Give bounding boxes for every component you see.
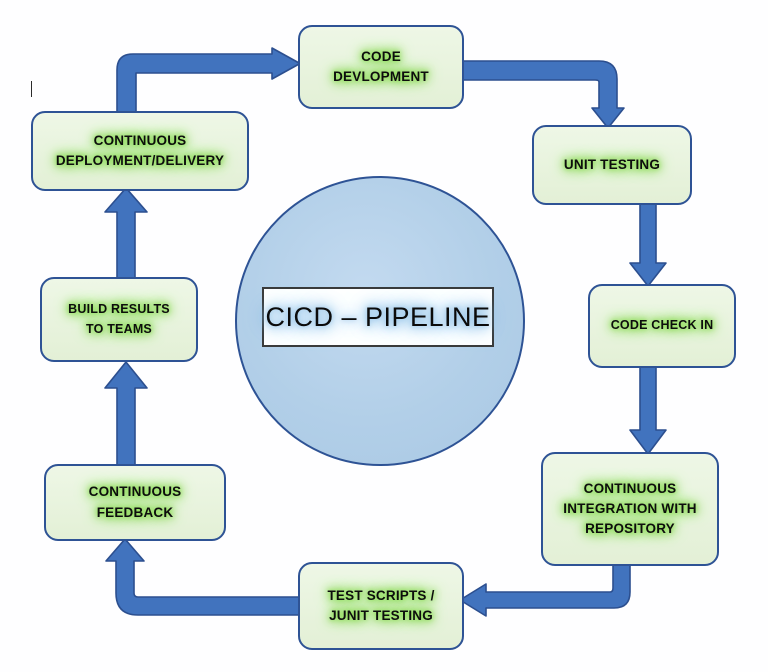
node-continuous-feedback-line-2: FEEDBACK <box>96 504 174 520</box>
arrow-continuous-integration-to-test-scripts <box>459 563 631 617</box>
node-unit-testing[interactable]: UNIT TESTING <box>532 125 692 205</box>
arrow-test-scripts-to-continuous-feedback <box>105 538 303 616</box>
node-test-scripts-line-2: JUNIT TESTING <box>329 608 433 623</box>
arrow-build-results-to-deployment <box>104 187 148 280</box>
node-continuous-integration-line-3: REPOSITORY <box>585 521 675 537</box>
node-build-results-line-1: BUILD RESULTS <box>68 302 170 317</box>
node-build-results-to-teams[interactable]: BUILD RESULTS TO TEAMS <box>40 277 198 362</box>
node-continuous-deployment-line-2: DEPLOYMENT/DELIVERY <box>55 153 225 168</box>
node-continuous-integration-line-2: INTEGRATION WITH <box>563 500 697 516</box>
node-code-development-line-1: CODE <box>361 48 401 64</box>
node-continuous-feedback-line-1: CONTINUOUS <box>88 484 182 500</box>
node-continuous-integration-line-1: CONTINUOUS <box>583 480 677 496</box>
node-continuous-deployment-line-1: CONTINUOUS <box>93 132 187 148</box>
arrow-deployment-to-code-development <box>116 47 301 113</box>
node-unit-testing-line-1: UNIT TESTING <box>563 156 661 172</box>
node-build-results-line-2: TO TEAMS <box>86 321 152 336</box>
node-code-check-in[interactable]: CODE CHECK IN <box>588 284 736 368</box>
node-continuous-integration-with-repository[interactable]: CONTINUOUS INTEGRATION WITH REPOSITORY <box>541 452 719 566</box>
node-continuous-feedback[interactable]: CONTINUOUS FEEDBACK <box>44 464 226 541</box>
arrow-code-development-to-unit-testing <box>461 60 625 129</box>
center-label-text: CICD – PIPELINE <box>265 301 491 332</box>
node-continuous-deployment-delivery[interactable]: CONTINUOUS DEPLOYMENT/DELIVERY <box>31 111 249 191</box>
text-caret-artifact <box>31 81 32 97</box>
node-code-development[interactable]: CODE DEVLOPMENT <box>298 25 464 109</box>
node-test-scripts-line-1: TEST SCRIPTS / <box>327 587 435 603</box>
center-label-box: CICD – PIPELINE <box>262 287 494 347</box>
node-code-development-line-2: DEVLOPMENT <box>333 69 429 84</box>
arrow-unit-testing-to-code-check-in <box>629 202 667 287</box>
arrow-continuous-feedback-to-build-results <box>104 361 148 467</box>
arrow-code-check-in-to-continuous-integration <box>629 365 667 455</box>
node-code-check-in-line-1: CODE CHECK IN <box>610 318 714 333</box>
node-test-scripts-junit-testing[interactable]: TEST SCRIPTS / JUNIT TESTING <box>298 562 464 650</box>
